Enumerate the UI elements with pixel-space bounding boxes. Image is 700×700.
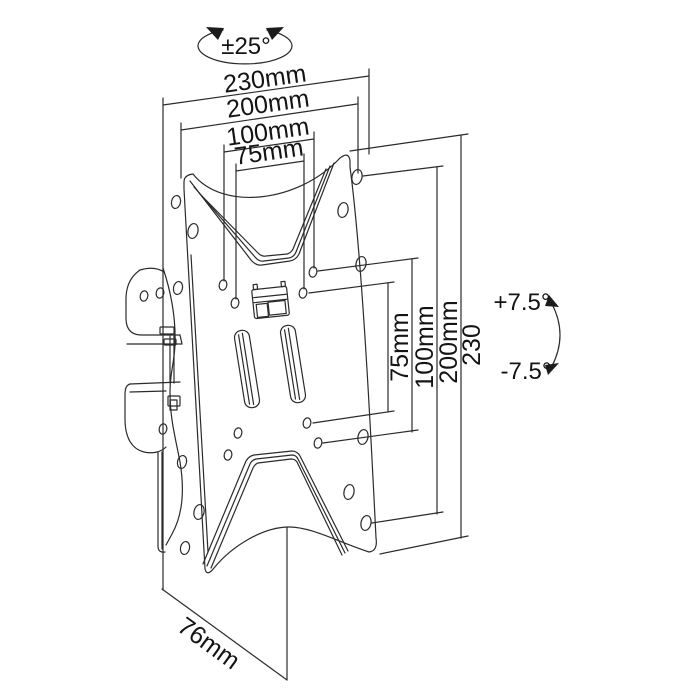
depth-dimension [161, 526, 288, 681]
vesa-hole [298, 287, 308, 299]
left-slot-outline [233, 329, 261, 409]
plate-left-edge-inner [190, 254, 209, 553]
bracket-flange-tick [179, 334, 183, 345]
plate-hole [187, 222, 199, 240]
plate-hole [360, 514, 372, 532]
dim-height-200-label: 200mm [435, 300, 463, 383]
width-dimensions [162, 68, 370, 591]
latch-detail-line [253, 298, 288, 304]
plate-hole [193, 503, 205, 521]
plate-hole [351, 168, 363, 186]
vesa-hole [313, 437, 323, 449]
vesa-hole [223, 449, 233, 461]
connector-line [322, 429, 419, 444]
wall-plate-hole [179, 540, 191, 556]
dim-line-200mm [180, 103, 358, 131]
swivel-arc [197, 29, 293, 65]
latch-detail-line [252, 293, 287, 299]
latch-post [252, 283, 259, 291]
bottom-v-flange-mid [206, 454, 346, 567]
latch-window [267, 299, 287, 316]
plate-hole [355, 255, 367, 273]
bracket-hole [158, 423, 168, 435]
wall-bracket [124, 194, 191, 556]
dim-height-75-label: 75mm [386, 312, 414, 381]
latch-post [280, 280, 287, 288]
tilt-arrow-down-icon [545, 363, 559, 375]
tilt-indicator: +7.5° -7.5° [494, 289, 561, 385]
wall-plate-hole [176, 454, 188, 470]
connector-line [371, 511, 444, 524]
connector-line [317, 257, 419, 272]
bracket-bolt-outline [167, 395, 181, 407]
latch-clip [251, 280, 290, 320]
dim-depth-76-label: 76mm [172, 612, 245, 675]
bracket-bottom-lobe [124, 383, 167, 454]
bracket-bottom-flange-lower [129, 390, 167, 393]
left-slot-line [241, 332, 255, 406]
bottom-v-flange-outer [202, 450, 349, 565]
bottom-v-flange-inner [210, 458, 343, 569]
bracket-top-lobe [125, 269, 181, 336]
dim-line-75mm [235, 160, 305, 172]
left-slot-line [237, 334, 251, 405]
dim-height-230-label: 230 [458, 324, 486, 366]
bracket-top-edge [139, 267, 165, 273]
dim-line-76mm [161, 588, 288, 681]
bracket-s-curve-edge [162, 267, 183, 546]
bracket-hole [155, 287, 165, 299]
vesa-hole [218, 279, 228, 291]
tilt-up-label: +7.5° [494, 289, 551, 316]
wall-plate-hole [172, 280, 184, 296]
connector-line [308, 281, 395, 294]
dim-line-100mm [223, 138, 315, 153]
top-v-flange-mid [193, 165, 331, 262]
right-slot-outline [279, 324, 307, 404]
dim-line-230mm [162, 75, 370, 106]
vesa-hole [302, 417, 312, 429]
main-plate [183, 154, 377, 574]
top-v-flange-inner [198, 168, 327, 257]
swivel-arrow-right-icon [266, 27, 284, 40]
swivel-arrow-left-icon [206, 27, 224, 40]
plate-hole [343, 483, 355, 501]
left-slot [233, 329, 261, 409]
bracket-tail [157, 451, 166, 553]
vesa-hole [308, 266, 318, 278]
dim-height-100-label: 100mm [411, 305, 439, 388]
right-slot-line [287, 327, 301, 401]
height-dimensions [308, 133, 469, 555]
bracket-screw [163, 338, 177, 346]
top-v-flange-outer [189, 162, 335, 266]
plate-hole [357, 428, 369, 446]
right-slot-line [283, 329, 297, 400]
tilt-arrow-up-icon [545, 295, 559, 307]
swivel-indicator: ±25° [197, 27, 293, 65]
tilt-down-label: -7.5° [501, 358, 552, 385]
bracket-bolt-dark [169, 399, 178, 411]
right-slot [279, 324, 307, 404]
plate-hole [337, 201, 349, 219]
vesa-hole [230, 297, 240, 309]
wall-plate-hole [170, 194, 182, 210]
connector-line [379, 535, 469, 555]
vesa-hole [233, 427, 243, 439]
plate-outline [183, 154, 377, 574]
connector-line [312, 410, 395, 424]
bracket-screw [159, 326, 175, 335]
bracket-bottom-flange-top [129, 381, 181, 385]
connector-line [349, 133, 469, 152]
latch-dark-block [255, 302, 270, 318]
latch-outline [251, 285, 290, 320]
swivel-angle-label: ±25° [221, 33, 270, 60]
tilt-arc [551, 303, 561, 367]
bracket-hole [139, 290, 149, 302]
connector-line [362, 165, 444, 177]
